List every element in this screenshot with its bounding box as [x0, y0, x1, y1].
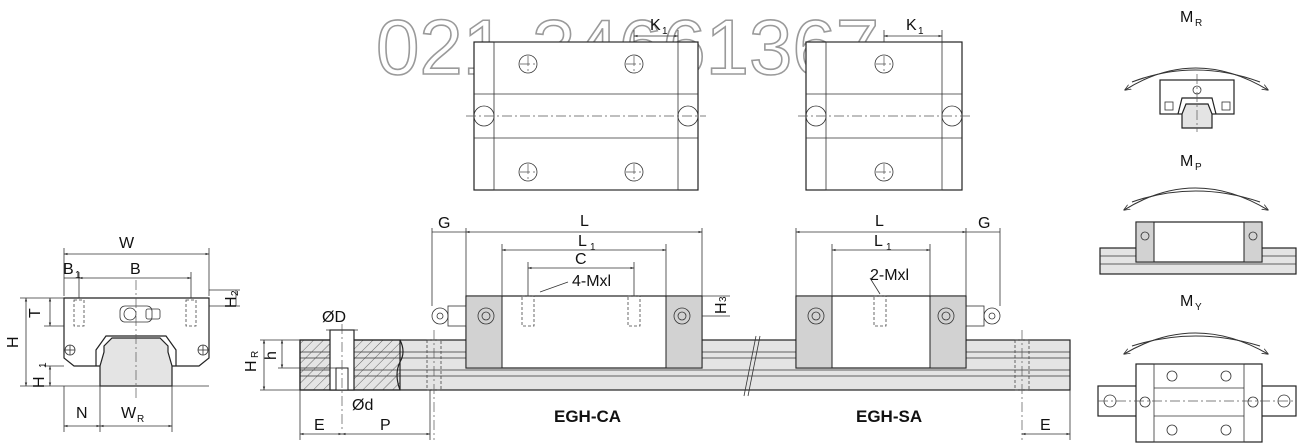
dim-n-label: N	[76, 405, 88, 422]
dim-l1-ca-sub: 1	[590, 242, 596, 253]
moment-mp-label: M	[1180, 153, 1193, 170]
dim-h2-label: H	[223, 296, 240, 308]
dim-h1-sub: 1	[38, 362, 49, 368]
dim-t-label: T	[27, 308, 44, 318]
dim-h1-label: H	[31, 376, 48, 388]
dim-w-label: W	[119, 235, 135, 252]
dim-p-label: P	[380, 417, 391, 434]
dim-hr-label: H	[243, 360, 260, 372]
top-view-ca: K 1	[466, 17, 706, 191]
dim-c-label: C	[575, 251, 587, 268]
dim-k1-sa-sub: 1	[918, 26, 924, 37]
dim-l-ca-label: L	[580, 213, 589, 230]
dim-b1-sub: 1	[75, 270, 81, 281]
moment-my-label: M	[1180, 293, 1193, 310]
dim-k1-ca-sub: 1	[662, 26, 668, 37]
dim-l1-ca-label: L	[578, 233, 587, 250]
moment-mr-sub: R	[1195, 18, 1202, 29]
dim-g-right-label: G	[978, 215, 990, 232]
dim-k1-sa-label: K	[906, 17, 917, 34]
dim-g-left-label: G	[438, 215, 450, 232]
dim-wr-label: W	[121, 405, 137, 422]
dim-h3-label: H	[713, 302, 730, 314]
dim-h-label: H	[5, 336, 22, 348]
dim-k1-ca-label: K	[650, 17, 661, 34]
dim-phi-d-small-label: Ød	[352, 397, 373, 414]
moment-mr-label: M	[1180, 9, 1193, 26]
model-sa-label: EGH-SA	[856, 407, 922, 426]
dim-e-left-label: E	[314, 417, 325, 434]
side-view: G L L 1 C 4-Mxl H 3 L L 1 2-Mxl G H R h …	[243, 213, 1071, 440]
dim-h3-sub: 3	[718, 296, 729, 302]
dim-wr-sub: R	[137, 414, 144, 425]
dim-phi-d-big-label: ØD	[322, 309, 346, 326]
moment-mp-sub: P	[1195, 162, 1202, 173]
model-ca-label: EGH-CA	[554, 407, 621, 426]
moment-my-sub: Y	[1195, 302, 1202, 313]
dim-l-sa-label: L	[875, 213, 884, 230]
dim-l1-sa-label: L	[874, 233, 883, 250]
dim-e-right-label: E	[1040, 417, 1051, 434]
dim-hr-sub: R	[250, 351, 261, 358]
end-view: W B 1 B T H H 1 H 2 N W R	[5, 235, 241, 432]
dim-h-small-label: h	[263, 351, 280, 360]
dim-h2-sub: 2	[230, 290, 241, 296]
dim-b1-label: B	[63, 261, 74, 278]
mxl-sa-label: 2-Mxl	[870, 267, 909, 284]
mxl-ca-label: 4-Mxl	[572, 273, 611, 290]
dim-b-label: B	[130, 261, 141, 278]
dim-l1-sa-sub: 1	[886, 242, 892, 253]
moment-mp: M P	[1099, 153, 1297, 275]
top-view-sa: K 1	[798, 17, 970, 191]
moment-my: M Y	[1097, 293, 1297, 443]
moment-mr: M R	[1125, 9, 1268, 132]
